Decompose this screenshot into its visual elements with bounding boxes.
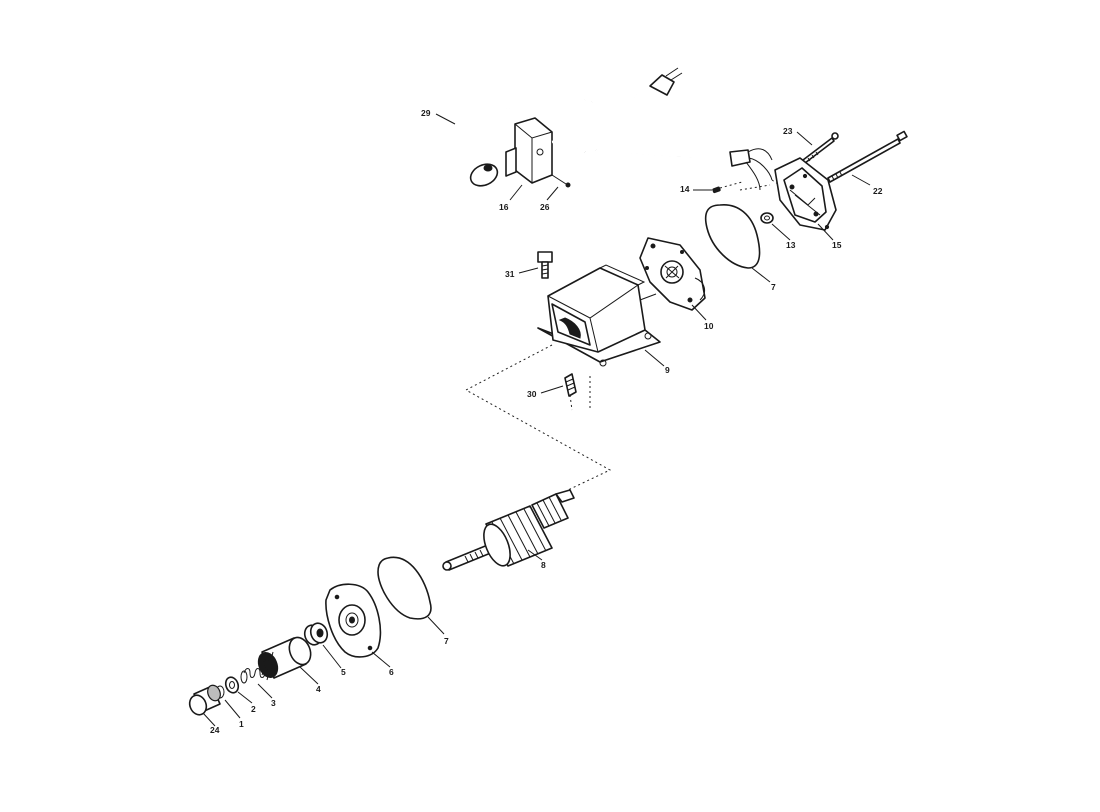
bolt-part-31: [537, 251, 553, 279]
callout-6: 6: [389, 667, 394, 677]
callout-labels: 29 16 26 23 14 22 13 15 31 7 10 9 30 8 7…: [210, 108, 883, 735]
callout-10: 10: [704, 321, 714, 331]
gasket-part-7-lower: [377, 556, 432, 620]
switch-box-part-16: [505, 117, 586, 184]
callout-26: 26: [540, 202, 550, 212]
spring-part-3: [240, 668, 266, 684]
callout-30: 30: [527, 389, 537, 399]
callout-31: 31: [505, 269, 515, 279]
callout-1: 1: [239, 719, 244, 729]
screw-part-14: [712, 181, 743, 194]
callout-13: 13: [786, 240, 796, 250]
callout-7-lower: 7: [444, 636, 449, 646]
callout-5: 5: [341, 667, 346, 677]
drive-end-cap-part-6: [325, 583, 382, 658]
set-screw-part-30: [564, 373, 591, 411]
callout-15: 15: [832, 240, 842, 250]
dust-cap-part-24: [188, 684, 221, 716]
brush-plate-part-10: [639, 237, 706, 311]
callout-16: 16: [499, 202, 509, 212]
lead-wire: [595, 148, 791, 193]
callout-22: 22: [873, 186, 883, 196]
assembly-guide-line: [464, 344, 612, 491]
callout-4: 4: [316, 684, 321, 694]
thrust-washer-part-5: [303, 622, 329, 646]
callout-8: 8: [541, 560, 546, 570]
power-cord-part-29: [432, 67, 683, 187]
leader-lines: [202, 113, 871, 727]
gasket-part-7-upper: [704, 204, 761, 269]
thru-bolt-part-22: [827, 130, 908, 183]
washer-part-13: [760, 212, 774, 224]
field-housing-part-9: [537, 264, 661, 367]
callout-14: 14: [680, 184, 690, 194]
callout-29: 29: [421, 108, 431, 118]
screw-part-26: [551, 174, 571, 188]
callout-9: 9: [665, 365, 670, 375]
callout-2: 2: [251, 704, 256, 714]
thru-bolt-part-23: [802, 132, 839, 164]
callout-24: 24: [210, 725, 220, 735]
callout-23: 23: [783, 126, 793, 136]
callout-3: 3: [271, 698, 276, 708]
end-cap-part-15: [774, 157, 837, 231]
armature-part-8: [442, 489, 575, 571]
callout-7-upper: 7: [771, 282, 776, 292]
retainer-part-2: [224, 676, 240, 694]
drive-pinion-part-4: [257, 636, 312, 681]
